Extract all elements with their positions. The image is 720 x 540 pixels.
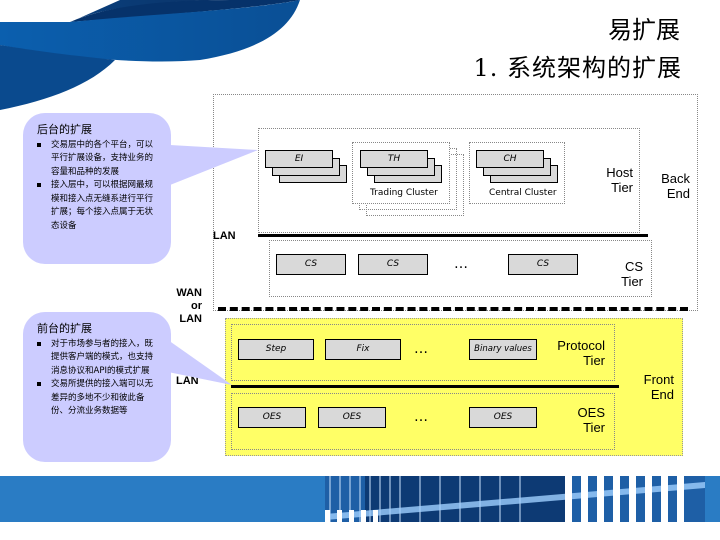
cs-tier-label-line1: CS — [624, 259, 643, 274]
trading-cluster-label: Trading Cluster — [370, 188, 438, 198]
oes-box-3: OES — [469, 407, 537, 428]
footer-building-decoration — [325, 476, 705, 522]
host-tier-container — [258, 128, 640, 233]
front-end-label-line2: End — [650, 387, 674, 402]
ei-component: EI — [265, 150, 333, 168]
protocol-tier-label-line1: Protocol — [557, 338, 605, 353]
oes-ellipsis: … — [414, 409, 428, 425]
host-tier-label-line2: Tier — [611, 180, 633, 195]
back-end-label: Back End — [650, 171, 690, 201]
th-label: TH — [387, 154, 401, 164]
cs-ellipsis: … — [454, 256, 468, 272]
backend-callout-tail — [170, 145, 258, 185]
front-end-label-line1: Front — [643, 372, 674, 387]
wan-label-line1: WAN — [176, 287, 202, 299]
lan-top-line — [258, 234, 648, 237]
wan-or-lan-label: WAN or LAN — [170, 287, 202, 326]
bullet-icon — [37, 382, 41, 386]
header-swoosh-decoration — [0, 0, 300, 110]
wan-label-line2: or — [191, 300, 202, 312]
host-tier-label: Host Tier — [595, 165, 633, 195]
wan-label-line3: LAN — [179, 313, 202, 325]
protocol-tier-label-line2: Tier — [583, 353, 605, 368]
frontend-bullet-1-text: 对于市场参与者的接入，既提供客户端的模式，也支持消息协议和API的模式扩展 — [51, 338, 154, 376]
back-end-label-line1: Back — [661, 171, 690, 186]
th-component: TH — [360, 150, 428, 168]
fix-box: Fix — [325, 339, 401, 360]
oes-box-2: OES — [318, 407, 386, 428]
backend-bullet-1-text: 交易层中的各个平台，可以平行扩展设备，支持业务的容量和品种的发展 — [51, 139, 154, 177]
lan-bottom-line — [231, 385, 619, 388]
oes-tier-container — [231, 393, 615, 450]
frontend-callout-heading: 前台的扩展 — [37, 322, 92, 335]
bullet-icon — [37, 183, 41, 187]
frontend-bullet-2-text: 交易所提供的接入端可以无差异的多地不少和彼此备份、分流业务数据等 — [51, 379, 154, 416]
ei-label: EI — [294, 154, 304, 164]
central-cluster-container — [469, 142, 565, 204]
bullet-icon — [37, 341, 41, 346]
frontend-callout: 前台的扩展 对于市场参与者的接入，既提供客户端的模式，也支持消息协议和API的模… — [23, 312, 171, 462]
frontend-bullet-2: 交易所提供的接入端可以无差异的多地不少和彼此备份、分流业务数据等 — [37, 378, 161, 419]
central-cluster-label: Central Cluster — [489, 188, 557, 198]
backend-callout-heading: 后台的扩展 — [37, 123, 92, 136]
backend-callout: 后台的扩展 交易层中的各个平台，可以平行扩展设备，支持业务的容量和品种的发展 接… — [23, 113, 171, 264]
frontend-bullet-1: 对于市场参与者的接入，既提供客户端的模式，也支持消息协议和API的模式扩展 — [37, 338, 161, 379]
oes-tier-label-line1: OES — [577, 405, 605, 420]
cs-box-3: CS — [508, 254, 578, 275]
step-box: Step — [238, 339, 314, 360]
ch-label: CH — [503, 154, 517, 164]
cs-box-1: CS — [276, 254, 346, 275]
protocol-ellipsis: … — [414, 341, 428, 357]
backend-bullet-2-text: 接入层中，可以根据网最规模和接入点无缝系进行平行扩展；每个接入点属于无状态设备 — [51, 180, 154, 231]
frontend-callout-tail — [168, 340, 232, 385]
oes-tier-label: OES Tier — [565, 405, 605, 435]
lan-top-label: LAN — [213, 230, 236, 242]
cs-tier-label: CS Tier — [605, 259, 643, 289]
protocol-tier-label: Protocol Tier — [545, 338, 605, 368]
backend-bullet-1: 交易层中的各个平台，可以平行扩展设备，支持业务的容量和品种的发展 — [37, 139, 161, 180]
back-end-label-line2: End — [666, 186, 690, 201]
host-tier-label-line1: Host — [606, 165, 633, 180]
oes-box-1: OES — [238, 407, 306, 428]
lan-bottom-label: LAN — [176, 375, 199, 387]
cs-box-2: CS — [358, 254, 428, 275]
oes-tier-label-line2: Tier — [583, 420, 605, 435]
bullet-icon — [37, 142, 41, 147]
ch-component: CH — [476, 150, 544, 168]
binary-values-box: Binary values — [469, 339, 537, 360]
page-title: 易扩展 — [608, 16, 680, 44]
backend-bullet-2: 接入层中，可以根据网最规模和接入点无缝系进行平行扩展；每个接入点属于无状态设备 — [37, 179, 161, 233]
cs-tier-label-line2: Tier — [621, 274, 643, 289]
page-subtitle: 1. 系统架构的扩展 — [473, 54, 682, 82]
cs-tier-container — [269, 240, 652, 297]
protocol-tier-container — [231, 324, 615, 381]
wan-dashed-line — [218, 307, 688, 311]
front-end-label: Front End — [630, 372, 674, 402]
